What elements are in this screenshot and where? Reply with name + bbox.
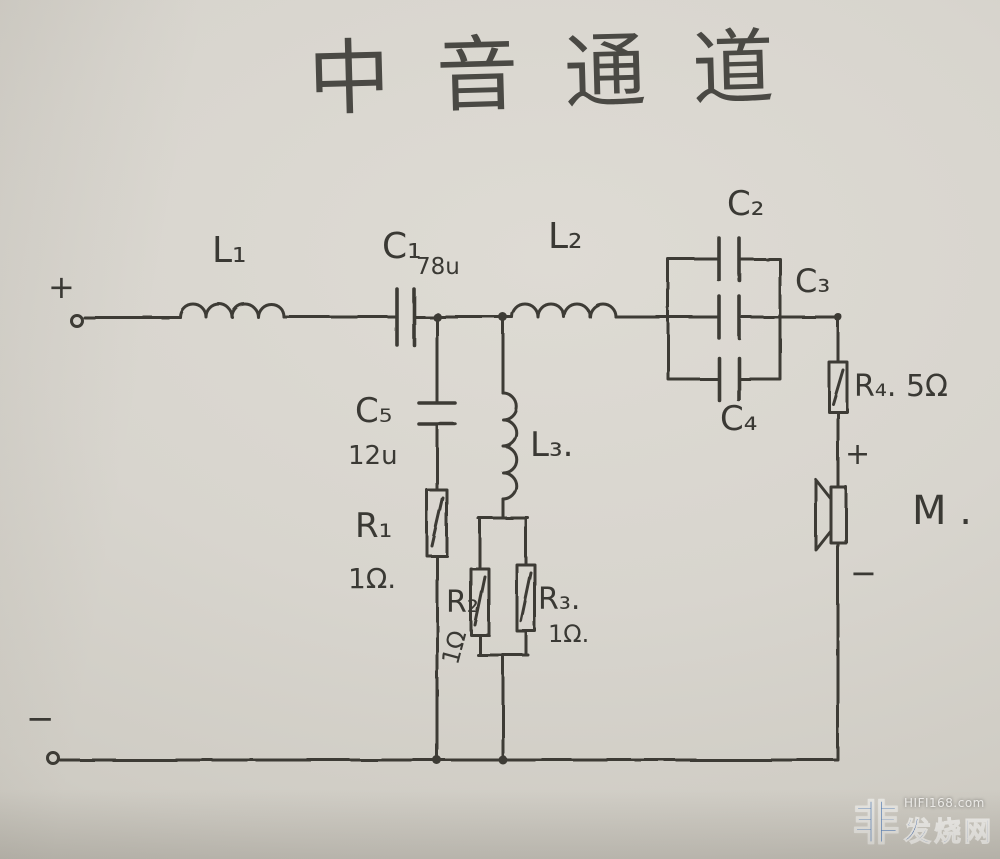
c3-label: C₃ [795, 262, 830, 300]
r4-resistor [827, 360, 849, 414]
c5-capacitor [417, 401, 457, 426]
junction-dot [498, 755, 508, 765]
c4-capacitor [717, 356, 741, 402]
junction-dot [498, 312, 508, 322]
junction-dot [432, 755, 442, 765]
r3-value-label: 1Ω. [548, 620, 589, 648]
c2-capacitor [717, 236, 741, 282]
ground-terminal-circle [46, 751, 60, 765]
watermark-name: 发烧网 [904, 817, 994, 849]
l1-inductor [178, 302, 286, 319]
c5-label: C₅ [355, 391, 392, 431]
speaker-minus-label: − [850, 554, 877, 592]
ground-minus-label: − [26, 699, 55, 739]
c3-capacitor [717, 294, 741, 340]
watermark-url: HIFI168.com [904, 796, 985, 810]
r4-label: R₄. 5Ω [854, 369, 948, 404]
junction-dot [834, 313, 842, 321]
site-logo-icon: 非 [852, 795, 900, 850]
r1-label: R₁ [355, 506, 392, 546]
r2-label: R₂ [446, 585, 479, 620]
input-terminal-circle [69, 313, 83, 327]
site-watermark: 非 HIFI168.com 发烧网 [852, 795, 994, 850]
r1-resistor [425, 488, 449, 558]
l3-label: L₃. [530, 425, 573, 465]
c5-value-label: 12u [348, 441, 398, 471]
r2-resistor [469, 567, 491, 637]
input-plus-label: + [48, 268, 75, 306]
speaker-symbol [814, 478, 848, 552]
l3-inductor [501, 391, 518, 501]
r3-label: R₃. [538, 582, 580, 617]
r2-value-label: 1Ω [436, 628, 472, 668]
junction-dot [432, 312, 442, 322]
l2-inductor [510, 302, 618, 319]
r3-resistor [515, 563, 537, 633]
c1-label: C₁ [382, 226, 422, 267]
speaker-plus-label: + [845, 437, 870, 472]
wire-network [58, 257, 840, 762]
c2-label: C₂ [727, 184, 764, 224]
c4-label: C₄ [720, 399, 757, 439]
l2-label: L₂ [548, 216, 583, 257]
c1-capacitor [395, 287, 416, 347]
c1-value-label: 78u [416, 254, 460, 280]
speaker-label: M . [912, 488, 972, 534]
r1-value-label: 1Ω. [348, 562, 396, 595]
l1-label: L₁ [212, 230, 247, 271]
